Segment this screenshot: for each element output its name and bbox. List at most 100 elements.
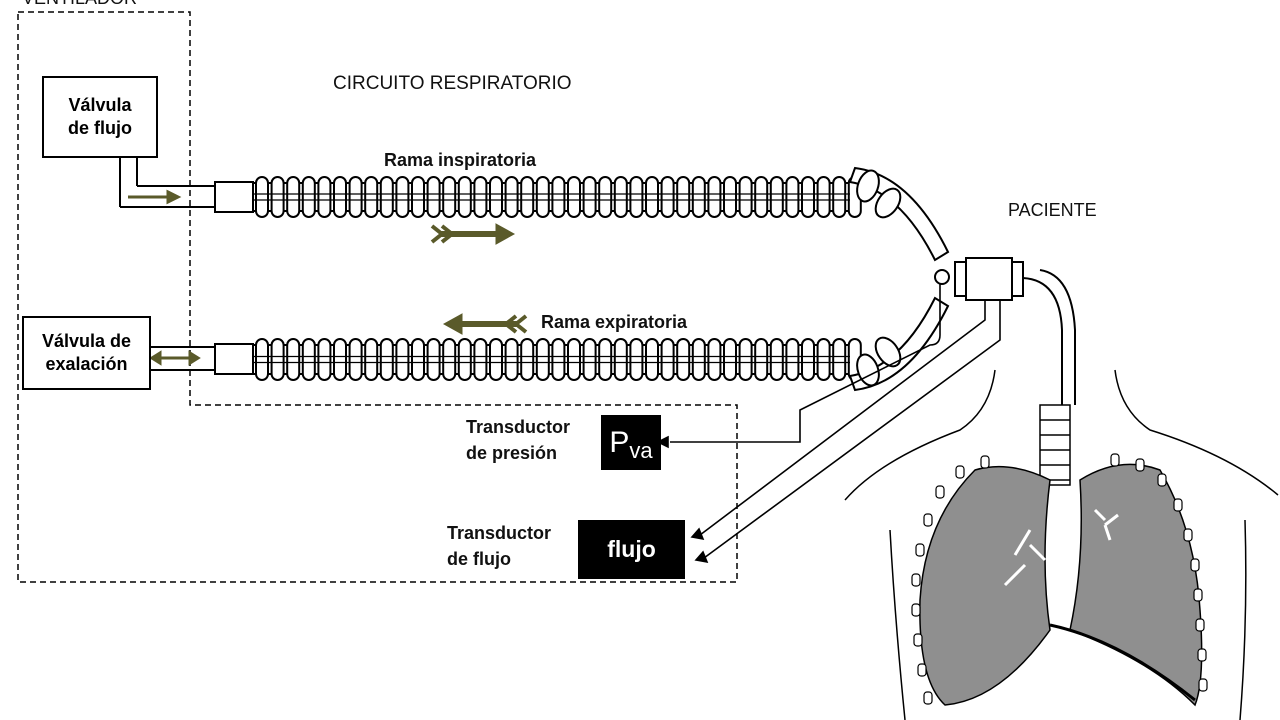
inspiratory-tube <box>252 176 862 218</box>
pressure-transducer-label: Transductor de presión <box>466 414 570 466</box>
tube-corrugation <box>535 176 550 218</box>
tube-corrugation <box>676 338 691 381</box>
tube-corrugation <box>255 176 269 218</box>
rib-marker <box>917 663 927 677</box>
flow-valve-box: Válvula de flujo <box>42 76 158 158</box>
tube-corrugation <box>395 176 410 218</box>
tube-corrugation <box>411 176 425 218</box>
ventilator-label: VENTILADOR <box>22 0 137 9</box>
tube-corrugation <box>801 176 815 218</box>
tube-corrugation <box>785 176 800 218</box>
flow-transducer-box: flujo <box>578 520 685 579</box>
tube-corrugation <box>255 338 269 381</box>
flow-transducer-line1: Transductor <box>447 523 552 543</box>
tube-corrugation <box>426 176 441 218</box>
tube-corrugation <box>270 338 285 381</box>
rib-marker <box>913 633 923 647</box>
tube-corrugation <box>520 338 535 381</box>
tube-corrugation <box>660 338 675 381</box>
tube-corrugation <box>660 176 675 218</box>
rib-marker <box>1197 648 1207 662</box>
exhalation-bidirectional-arrow-icon <box>149 350 201 366</box>
tube-corrugation <box>364 338 379 381</box>
tube-corrugation <box>598 338 613 381</box>
tube-corrugation <box>769 176 784 218</box>
expiratory-direction-arrow-icon <box>442 313 528 335</box>
tube-corrugation <box>442 338 457 381</box>
tube-corrugation <box>567 176 581 218</box>
rib-marker <box>1183 528 1193 542</box>
tube-corrugation <box>301 338 316 381</box>
y-piece <box>848 166 950 392</box>
pressure-symbol: P <box>609 425 630 459</box>
tube-corrugation <box>738 176 753 218</box>
tube-corrugation <box>676 176 691 218</box>
tube-corrugation <box>629 338 644 381</box>
rib-marker <box>911 603 921 617</box>
tube-corrugation <box>317 338 332 381</box>
flow-valve-pipe <box>119 157 254 213</box>
tube-corrugation <box>785 338 800 381</box>
tube-corrugation <box>426 338 441 381</box>
flow-valve-arrow-icon <box>128 189 182 205</box>
tube-corrugation <box>379 338 394 381</box>
tube-corrugation <box>457 176 472 218</box>
tube-corrugation <box>333 338 347 381</box>
tube-corrugation <box>473 338 488 381</box>
tube-corrugation <box>582 176 597 218</box>
flow-transducer-label: Transductor de flujo <box>447 520 551 572</box>
right-lung <box>919 465 1051 706</box>
exhalation-valve-box: Válvula de exalación <box>22 316 151 390</box>
tube-corrugation <box>489 338 503 381</box>
tube-corrugation <box>535 338 550 381</box>
rib-marker <box>911 573 921 587</box>
pressure-subscript: va <box>629 437 653 463</box>
tube-corrugation <box>691 176 706 218</box>
tube-corrugation <box>816 176 831 218</box>
tube-corrugation <box>801 338 815 381</box>
expiratory-limb-label: Rama expiratoria <box>541 312 688 332</box>
tube-corrugation <box>317 176 332 218</box>
tube-corrugation <box>442 176 457 218</box>
tube-corrugation <box>411 338 425 381</box>
rib-marker <box>923 513 933 527</box>
exhalation-valve-label-line2: exalación <box>45 354 128 374</box>
tube-corrugation <box>379 176 394 218</box>
tube-corrugation <box>395 338 410 381</box>
tube-corrugation <box>707 338 722 381</box>
rib-marker <box>980 455 990 469</box>
flow-valve-label-line1: Válvula <box>68 95 132 115</box>
rib-marker <box>1173 498 1183 512</box>
flow-transducer-line2: de flujo <box>447 549 511 569</box>
pressure-transducer-line2: de presión <box>466 443 558 463</box>
tube-corrugation <box>551 176 566 218</box>
tube-corrugation <box>333 176 347 218</box>
tube-corrugation <box>613 338 628 381</box>
rib-marker <box>923 691 933 705</box>
ventilator-boundary <box>17 11 738 583</box>
tube-corrugation <box>301 176 316 218</box>
tube-corrugation <box>645 176 659 218</box>
rib-marker <box>1190 558 1200 572</box>
tube-corrugation <box>707 176 722 218</box>
tube-corrugation <box>582 338 597 381</box>
tube-corrugation <box>723 338 737 381</box>
patient-label: PACIENTE <box>1008 200 1097 220</box>
tube-corrugation <box>286 338 301 381</box>
tube-corrugation <box>364 176 379 218</box>
tube-corrugation <box>504 338 519 381</box>
rib-marker <box>1195 618 1205 632</box>
tube-corrugation <box>816 338 831 381</box>
tube-corrugation <box>832 338 847 381</box>
exhalation-valve-label-line1: Válvula de <box>41 331 132 351</box>
tube-corrugation <box>691 338 706 381</box>
inspiratory-limb-label: Rama inspiratoria <box>384 150 537 170</box>
tube-corrugation <box>504 176 519 218</box>
tube-corrugation <box>598 176 613 218</box>
tube-corrugation <box>613 176 628 218</box>
rib-marker <box>1157 473 1167 487</box>
rib-marker <box>1110 453 1120 467</box>
tube-corrugation <box>286 176 301 218</box>
